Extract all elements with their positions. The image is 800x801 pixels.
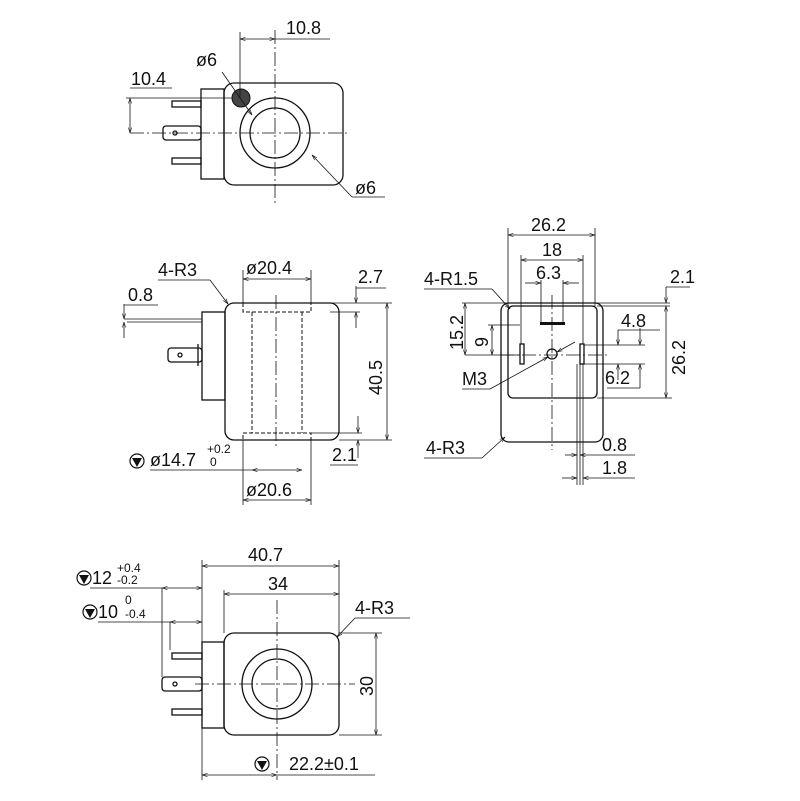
dim-40-5: 40.5 [366,360,386,395]
dim-6-3: 6.3 [536,263,561,283]
coil-body [224,302,340,441]
dim-10: 10 [98,602,118,622]
dim-12: 12 [92,568,112,588]
tol-lower: 0 [210,455,217,469]
dim-22-2: 22.2±0.1 [289,754,359,774]
label-m3: M3 [462,369,487,389]
dim-10-4: 10.4 [131,69,166,89]
front-view: 26.2 18 6.3 4-R1.5 2.1 26.2 15.2 9 4.8 6… [424,215,695,485]
label-4-r3: 4-R3 [158,260,197,280]
dim-9: 9 [472,337,492,347]
dim-26-2-right: 26.2 [669,340,689,375]
tol-lower: -0.4 [125,607,146,621]
critical-dimension-icon [254,756,270,772]
dim-0-8: 0.8 [128,285,153,305]
terminal-pins [162,100,202,165]
dim-14-7: ø14.7 [150,450,196,470]
dim-1-8: 1.8 [602,458,627,478]
top-view: 10.8 10.4 ø6 ø6 [126,18,385,205]
hatched-hole [231,88,251,108]
dim-20-6: ø20.6 [246,480,292,500]
dim-2-1-right: 2.1 [670,267,695,287]
dim-18: 18 [542,240,562,260]
dim-10-8: 10.8 [286,18,321,38]
tol-upper: +0.4 [117,561,141,575]
bottom-view: 40.7 34 12 +0.4 -0.2 10 0 -0.4 4-R3 30 2… [76,545,410,780]
tol-upper: 0 [125,593,132,607]
dim-15-2: 15.2 [447,315,467,350]
m3-screw [546,348,558,360]
label-4-r3: 4-R3 [355,598,394,618]
connector-block [200,88,225,180]
label-4-r3: 4-R3 [426,438,465,458]
label-hole-top: ø6 [196,50,217,70]
critical-dimension-icon [76,570,92,586]
dim-4-8: 4.8 [621,311,646,331]
dim-20-4: ø20.4 [246,258,292,278]
dim-2-7: 2.7 [358,267,383,287]
dim-40-7: 40.7 [248,545,283,565]
critical-dimension-icon [82,604,98,620]
tol-upper: +0.2 [207,442,231,456]
label-hole-bottom: ø6 [355,178,376,198]
earth-pin [540,322,565,325]
label-4-r1-5: 4-R1.5 [424,269,478,289]
dim-6-2: 6.2 [605,368,630,388]
dim-26-2-top: 26.2 [531,215,566,235]
dim-34: 34 [268,574,288,594]
side-view: 0.8 4-R3 ø20.4 2.7 40.5 2.1 ø14.7 +0.2 0… [124,258,392,505]
critical-dimension-icon [129,453,145,469]
dim-0-8-front: 0.8 [602,435,627,455]
dim-30: 30 [357,676,377,696]
terminal-pins [161,652,203,716]
dim-2-1: 2.1 [332,445,357,465]
tol-lower: -0.2 [117,573,138,587]
